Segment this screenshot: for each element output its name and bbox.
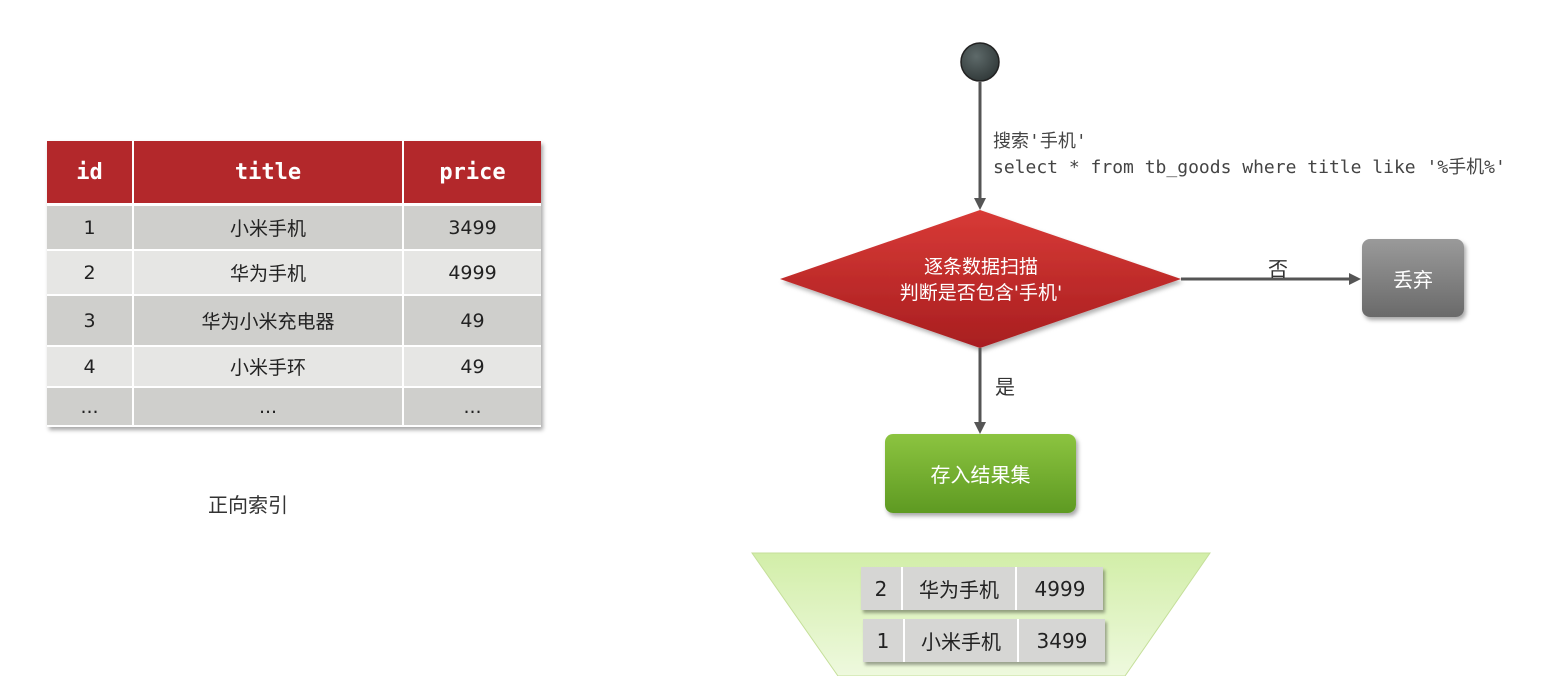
arrowhead-to-decision xyxy=(974,198,986,210)
branch-yes-label: 是 xyxy=(995,375,1015,399)
store-result-node: 存入结果集 xyxy=(885,434,1076,513)
cell-id: 1 xyxy=(47,204,134,251)
cell-id: 4 xyxy=(47,346,134,388)
discard-node: 丢弃 xyxy=(1362,239,1464,317)
cell-title: 华为小米充电器 xyxy=(133,295,404,347)
cell-price: 3499 xyxy=(403,204,541,251)
decision-line-1: 逐条数据扫描 xyxy=(923,256,1038,278)
cell-title: 小米手环 xyxy=(133,346,404,388)
result-cell-price: 4999 xyxy=(1017,567,1103,610)
cell-price: 49 xyxy=(403,295,541,347)
branch-no-label: 否 xyxy=(1268,257,1288,281)
start-node xyxy=(960,42,1000,82)
forward-index-table: id title price 1 小米手机 3499 2 华为手机 4999 3… xyxy=(47,141,541,427)
table-row: 4 小米手环 49 xyxy=(47,346,541,388)
query-line-2: select * from tb_goods where title like … xyxy=(993,157,1506,178)
cell-title: 华为手机 xyxy=(133,250,404,296)
cell-title: 小米手机 xyxy=(133,204,404,251)
cell-price: 49 xyxy=(403,346,541,388)
decision-label: 逐条数据扫描 判断是否包含'手机' xyxy=(830,254,1132,306)
cell-title: ... xyxy=(133,387,404,427)
decision-line-2: 判断是否包含'手机' xyxy=(899,282,1063,304)
table-header-row: id title price xyxy=(47,141,541,206)
cell-id: ... xyxy=(47,387,134,427)
table-row: 3 华为小米充电器 49 xyxy=(47,295,541,347)
result-row: 1 小米手机 3499 xyxy=(863,619,1105,662)
header-price: price xyxy=(403,141,541,206)
cell-id: 2 xyxy=(47,250,134,296)
result-cell-price: 3499 xyxy=(1019,619,1105,662)
forward-index-caption: 正向索引 xyxy=(208,493,288,517)
decision-diamond xyxy=(780,210,1181,348)
query-line-1: 搜索'手机' xyxy=(993,131,1087,152)
cell-price: 4999 xyxy=(403,250,541,296)
result-row: 2 华为手机 4999 xyxy=(861,567,1103,610)
arrowhead-to-discard xyxy=(1349,273,1361,285)
result-cell-id: 2 xyxy=(861,567,903,610)
search-query-annotation: 搜索'手机' select * from tb_goods where titl… xyxy=(993,129,1506,181)
result-cell-title: 华为手机 xyxy=(903,567,1017,610)
header-title: title xyxy=(133,141,404,206)
table-row: 1 小米手机 3499 xyxy=(47,204,541,251)
table-row: ... ... ... xyxy=(47,387,541,427)
cell-id: 3 xyxy=(47,295,134,347)
result-cell-id: 1 xyxy=(863,619,905,662)
header-id: id xyxy=(47,141,134,206)
cell-price: ... xyxy=(403,387,541,427)
table-row: 2 华为手机 4999 xyxy=(47,250,541,296)
arrowhead-to-store xyxy=(974,422,986,434)
result-cell-title: 小米手机 xyxy=(905,619,1019,662)
